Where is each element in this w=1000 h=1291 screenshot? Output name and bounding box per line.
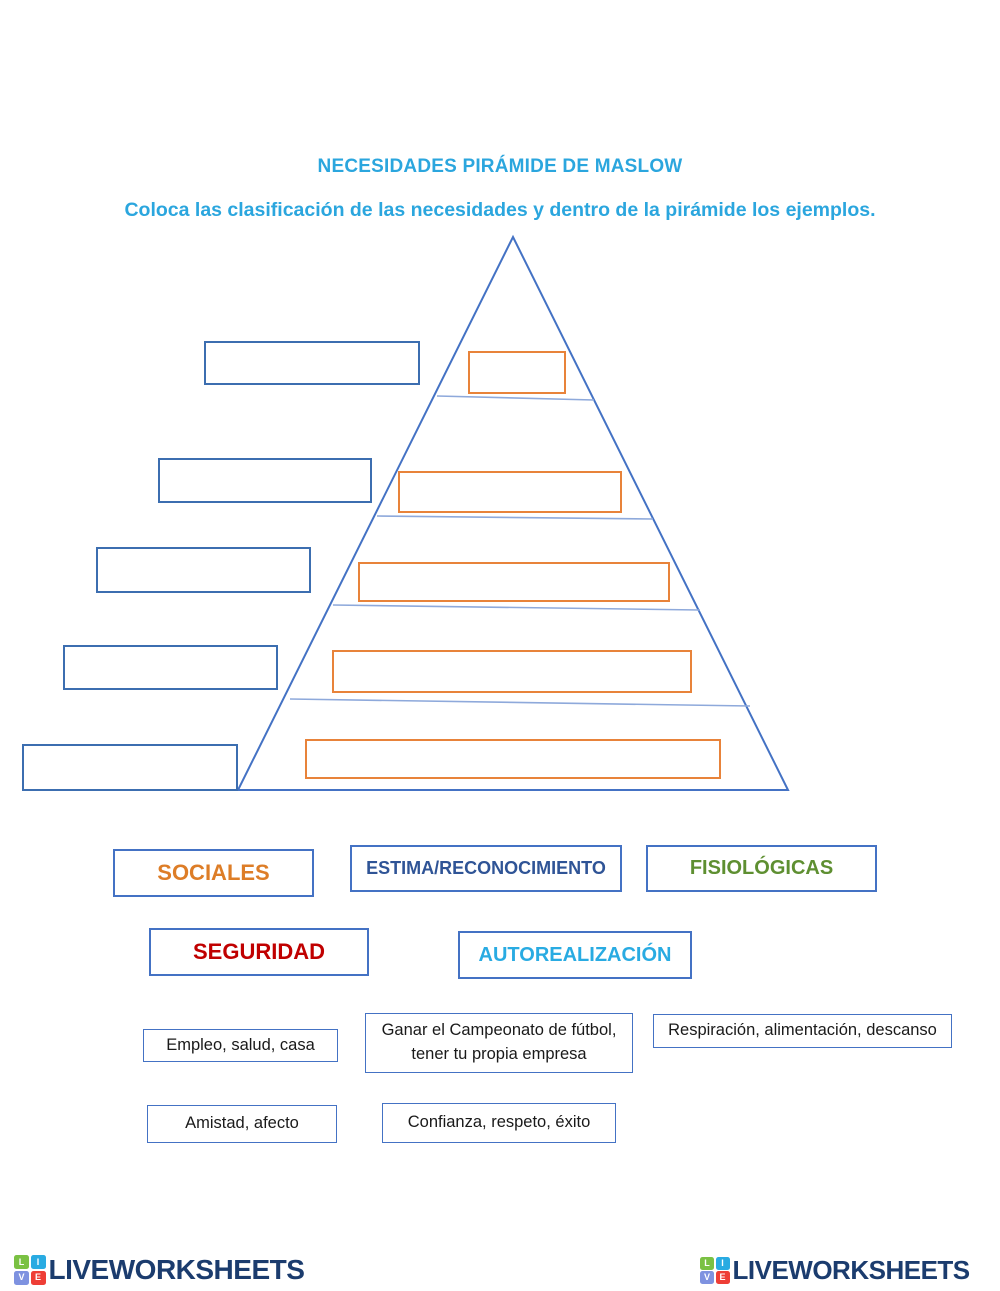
logo-tile-i: I [30,1255,46,1270]
example-drop-slot-level1[interactable] [468,351,566,394]
category-drop-slot-level3[interactable] [96,547,311,593]
category-label: SEGURIDAD [192,939,325,964]
category-label: ESTIMA/RECONOCIMIENTO [366,858,606,878]
category-label: FISIOLÓGICAS [689,857,834,879]
draggable-category-sociales[interactable]: SOCIALES [113,849,314,897]
logo-tile-e: E [715,1271,730,1285]
example-label: Confianza, respeto, éxito [407,1113,591,1132]
draggable-example-ganar-campeonato[interactable]: Ganar el Campeonato de fútbol, tener tu … [365,1013,633,1073]
draggable-category-fisiologicas[interactable]: FISIOLÓGICAS [646,845,877,892]
example-drop-slot-level3[interactable] [358,562,670,602]
pyramid-outline [236,234,790,791]
liveworksheets-wordmark: LIVEWORKSHEETS [48,1254,305,1285]
category-drop-slot-level2[interactable] [158,458,372,503]
example-label: Ganar el Campeonato de fútbol, tener tu … [381,1021,617,1063]
example-drop-slot-level5[interactable] [305,739,721,779]
logo-tile-i: I [715,1256,730,1270]
logo-tile-e: E [30,1270,46,1285]
logo-tile-l: L [700,1256,714,1270]
category-drop-slot-level1[interactable] [204,341,420,385]
draggable-example-amistad-afecto[interactable]: Amistad, afecto [147,1105,337,1143]
liveworksheets-logo-left: L I V E LIVEWORKSHEETS [14,1254,305,1286]
draggable-example-empleo-salud-casa[interactable]: Empleo, salud, casa [143,1029,338,1062]
liveworksheets-wordmark: LIVEWORKSHEETS [732,1255,971,1285]
page-title: NECESIDADES PIRÁMIDE DE MASLOW [317,156,683,177]
liveworksheets-logo-right: L I V E LIVEWORKSHEETS [700,1255,970,1286]
draggable-example-confianza-respeto[interactable]: Confianza, respeto, éxito [382,1103,616,1143]
pyramid-divider-1 [436,395,595,401]
logo-tile-v: V [14,1270,29,1285]
example-drop-slot-level4[interactable] [332,650,692,693]
example-label: Empleo, salud, casa [166,1035,315,1054]
draggable-category-autorealizacion[interactable]: AUTOREALIZACIÓN [458,931,692,979]
draggable-category-estima-reconocimiento[interactable]: ESTIMA/RECONOCIMIENTO [350,845,622,892]
liveworksheets-tiles-icon: L I V E [700,1256,730,1285]
draggable-category-seguridad[interactable]: SEGURIDAD [149,928,369,976]
category-drop-slot-level5[interactable] [22,744,238,791]
logo-tile-l: L [14,1255,29,1270]
category-label: AUTOREALIZACIÓN [478,943,672,966]
example-label: Amistad, afecto [185,1114,299,1133]
logo-tile-v: V [700,1271,714,1285]
draggable-example-respiracion-alimentacion[interactable]: Respiración, alimentación, descanso [653,1014,952,1048]
pyramid-divider-3 [332,604,701,611]
example-label: Respiración, alimentación, descanso [668,1021,937,1040]
category-label: SOCIALES [157,860,270,885]
pyramid-divider-2 [376,515,654,520]
example-drop-slot-level2[interactable] [398,471,622,513]
liveworksheets-tiles-icon: L I V E [14,1255,46,1285]
category-drop-slot-level4[interactable] [63,645,278,690]
page-instructions: Coloca las clasificación de las necesida… [124,199,876,221]
maslow-pyramid-diagram [236,234,790,791]
pyramid-divider-4 [289,698,751,707]
